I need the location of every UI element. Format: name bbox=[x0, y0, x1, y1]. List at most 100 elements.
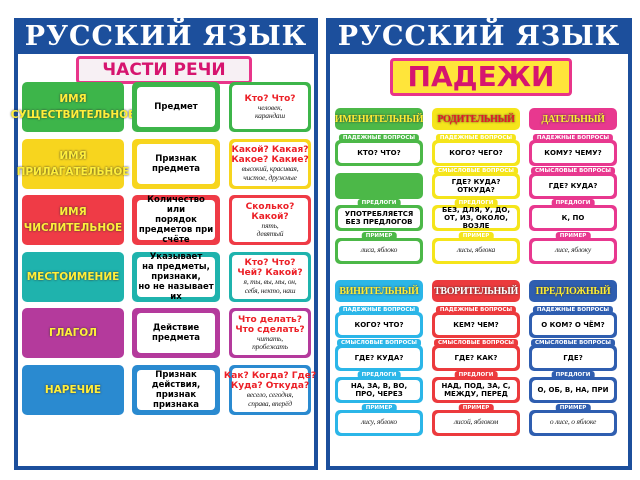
example-value: лису, яблоко bbox=[361, 417, 397, 427]
case-header: ПРЕДЛОЖНЫЙ bbox=[529, 280, 617, 302]
questions-text: Кто? Что?Чей? Какой?я, ты, вы, мы, он,се… bbox=[232, 254, 308, 299]
case-case-questions-card: О КОМ? О ЧЁМ?ПАДЕЖНЫЕ ВОПРОСЫ bbox=[529, 306, 617, 338]
meaning-text: Признак действия,признак признака bbox=[137, 369, 215, 410]
example-text: лисой, яблоком bbox=[435, 412, 517, 433]
questions-text: Какой? Какая?Какое? Какие?высокий, краси… bbox=[231, 141, 309, 186]
meaning_questions-value: ГДЕ? КАК? bbox=[454, 353, 498, 362]
case-header: ВИНИТЕЛЬНЫЙ bbox=[335, 280, 423, 302]
case-case-questions-card: КОГО? ЧТО?ПАДЕЖНЫЕ ВОПРОСЫ bbox=[335, 306, 423, 338]
meaning-line: признак признака bbox=[153, 389, 199, 410]
case-prepositions-card: УПОТРЕБЛЯЕТСЯ БЕЗ ПРЕДЛОГОВ ПРЕДЛОГИ bbox=[335, 199, 423, 231]
example-line: справа, вперёд bbox=[248, 398, 292, 408]
case-meaning-questions-card: ГДЕ? КУДА?СМЫСЛОВЫЕ ВОПРОСЫ bbox=[529, 166, 617, 199]
example-value: о лисе, о яблоке bbox=[549, 417, 597, 427]
example-line: высокий, красивая, bbox=[241, 164, 299, 173]
questions-card: Какой? Какая?Какое? Какие?высокий, краси… bbox=[229, 138, 311, 189]
meaning-line: Признак bbox=[155, 153, 197, 164]
example-value: лисе, яблоку bbox=[555, 245, 591, 255]
case-header: ТВОРИТЕЛЬНЫЙ bbox=[432, 280, 520, 302]
example-label: ПРИМЕР bbox=[458, 231, 494, 240]
case_questions-label: ПАДЕЖНЫЕ ВОПРОСЫ bbox=[435, 306, 517, 314]
prepositions-value: УПОТРЕБЛЯЕТСЯ БЕЗ ПРЕДЛОГОВ bbox=[344, 210, 414, 226]
meaning-line: предмета bbox=[152, 163, 200, 174]
name-line: ЧИСЛИТЕЛЬНОЕ bbox=[23, 222, 123, 234]
question-line: Куда? Откуда? bbox=[230, 381, 310, 391]
questions-text: Кто? Что?человек,карандаш bbox=[232, 85, 308, 129]
part-of-speech-name: ГЛАГОЛ bbox=[22, 308, 124, 358]
example-value: лисы, яблока bbox=[456, 245, 496, 255]
meaning-line: предметов при счёте bbox=[138, 225, 214, 245]
example-text: лисе, яблоку bbox=[532, 240, 614, 261]
prepositions-label: ПРЕДЛОГИ bbox=[357, 371, 401, 379]
meaning_questions-text: ГДЕ? КУДА? bbox=[532, 175, 614, 196]
questions-text: Как? Когда? Где?Куда? Откуда?весело, сег… bbox=[224, 367, 316, 412]
meaning-line: Предмет bbox=[154, 102, 198, 112]
questions-card: Кто? Что?человек,карандаш bbox=[229, 82, 311, 132]
meaning-line: Действие bbox=[152, 323, 200, 333]
prepositions-text: БЕЗ, ДЛЯ, У, ДО, ОТ, ИЗ, ОКОЛО, ВОЗЛЕ bbox=[435, 206, 517, 230]
meaning_questions-text: ГДЕ? bbox=[532, 347, 614, 368]
example-line: я, ты, вы, мы, он, bbox=[243, 277, 297, 286]
meaning_questions-label: СМЫСЛОВЫЕ ВОПРОСЫ bbox=[531, 166, 615, 175]
meaning_questions-label: СМЫСЛОВЫЕ ВОПРОСЫ bbox=[434, 338, 518, 347]
prepositions-value: НАД, ПОД, ЗА, С, МЕЖДУ, ПЕРЕД bbox=[441, 382, 511, 398]
meaning-line: предмета bbox=[152, 333, 200, 343]
example-label: ПРИМЕР bbox=[458, 403, 494, 412]
question-line: Какой? bbox=[251, 211, 289, 222]
case_questions-value: КЕМ? ЧЕМ? bbox=[453, 321, 499, 329]
question-line: Чей? Какой? bbox=[237, 268, 303, 278]
prepositions-text: О, ОБ, В, НА, ПРИ bbox=[532, 380, 614, 400]
questions-text: Сколько?Какой?пять,девятый bbox=[232, 198, 308, 242]
questions-card: Как? Когда? Где?Куда? Откуда?весело, сег… bbox=[224, 364, 316, 415]
name-line: ИМЯ bbox=[59, 149, 87, 162]
meaning_questions-label: СМЫСЛОВЫЕ ВОПРОСЫ bbox=[337, 338, 421, 347]
name-line: ИМЯ bbox=[59, 93, 87, 105]
meaning-line: Указывает bbox=[149, 251, 203, 262]
case_questions-value: КОМУ? ЧЕМУ? bbox=[544, 149, 602, 157]
meaning_questions-text: ГДЕ? КАК? bbox=[435, 347, 517, 368]
case_questions-value: КОГО? ЧТО? bbox=[354, 321, 404, 329]
questions-card: Сколько?Какой?пять,девятый bbox=[229, 195, 311, 245]
prepositions-text: УПОТРЕБЛЯЕТСЯ БЕЗ ПРЕДЛОГОВ bbox=[338, 208, 420, 228]
meaning_questions-label: СМЫСЛОВЫЕ ВОПРОСЫ bbox=[531, 338, 615, 347]
example-line: пробежать bbox=[252, 342, 288, 351]
case-case-questions-card: КОГО? ЧЕГО?ПАДЕЖНЫЕ ВОПРОСЫ bbox=[432, 134, 520, 166]
meaning_questions-text: ГДЕ? КУДА? ОТКУДА? bbox=[435, 175, 517, 196]
meaning_questions-text: ГДЕ? КУДА? bbox=[338, 347, 420, 368]
example-line: девятый bbox=[256, 229, 284, 238]
meaning-line: Количество или bbox=[147, 195, 205, 215]
case_questions-text: КЕМ? ЧЕМ? bbox=[435, 315, 517, 335]
meaning-line: признаки, bbox=[151, 271, 201, 282]
case-header: ИМЕНИТЕЛЬНЫЙ bbox=[335, 108, 423, 130]
example-text: о лисе, о яблоке bbox=[532, 412, 614, 433]
name-line: НАРЕЧИЕ bbox=[44, 383, 102, 396]
prepositions-label: ПРЕДЛОГИ bbox=[551, 371, 595, 379]
name-line: ГЛАГОЛ bbox=[49, 327, 97, 339]
meaning-line: порядок bbox=[155, 215, 197, 225]
case_questions-label: ПАДЕЖНЫЕ ВОПРОСЫ bbox=[532, 134, 614, 142]
question-line: Сколько? bbox=[245, 201, 295, 212]
questions-card: Что делать?Что сделать?читать,пробежать bbox=[229, 308, 311, 358]
question-line: Что делать? bbox=[238, 314, 302, 325]
prepositions-value: О, ОБ, В, НА, ПРИ bbox=[537, 386, 609, 394]
prepositions-label: ПРЕДЛОГИ bbox=[454, 199, 498, 207]
example-line: пять, bbox=[261, 220, 279, 230]
example-line: весело, сегодня, bbox=[246, 390, 294, 399]
question-line: Кто? Что? bbox=[244, 93, 296, 104]
prepositions-label: ПРЕДЛОГИ bbox=[357, 199, 401, 207]
case-meaning-questions-card: ГДЕ? КУДА?СМЫСЛОВЫЕ ВОПРОСЫ bbox=[335, 338, 423, 371]
meaning_questions-value: ГДЕ? КУДА? ОТКУДА? bbox=[451, 177, 501, 194]
case-case-questions-card: КОМУ? ЧЕМУ? ПАДЕЖНЫЕ ВОПРОСЫ bbox=[529, 134, 617, 166]
